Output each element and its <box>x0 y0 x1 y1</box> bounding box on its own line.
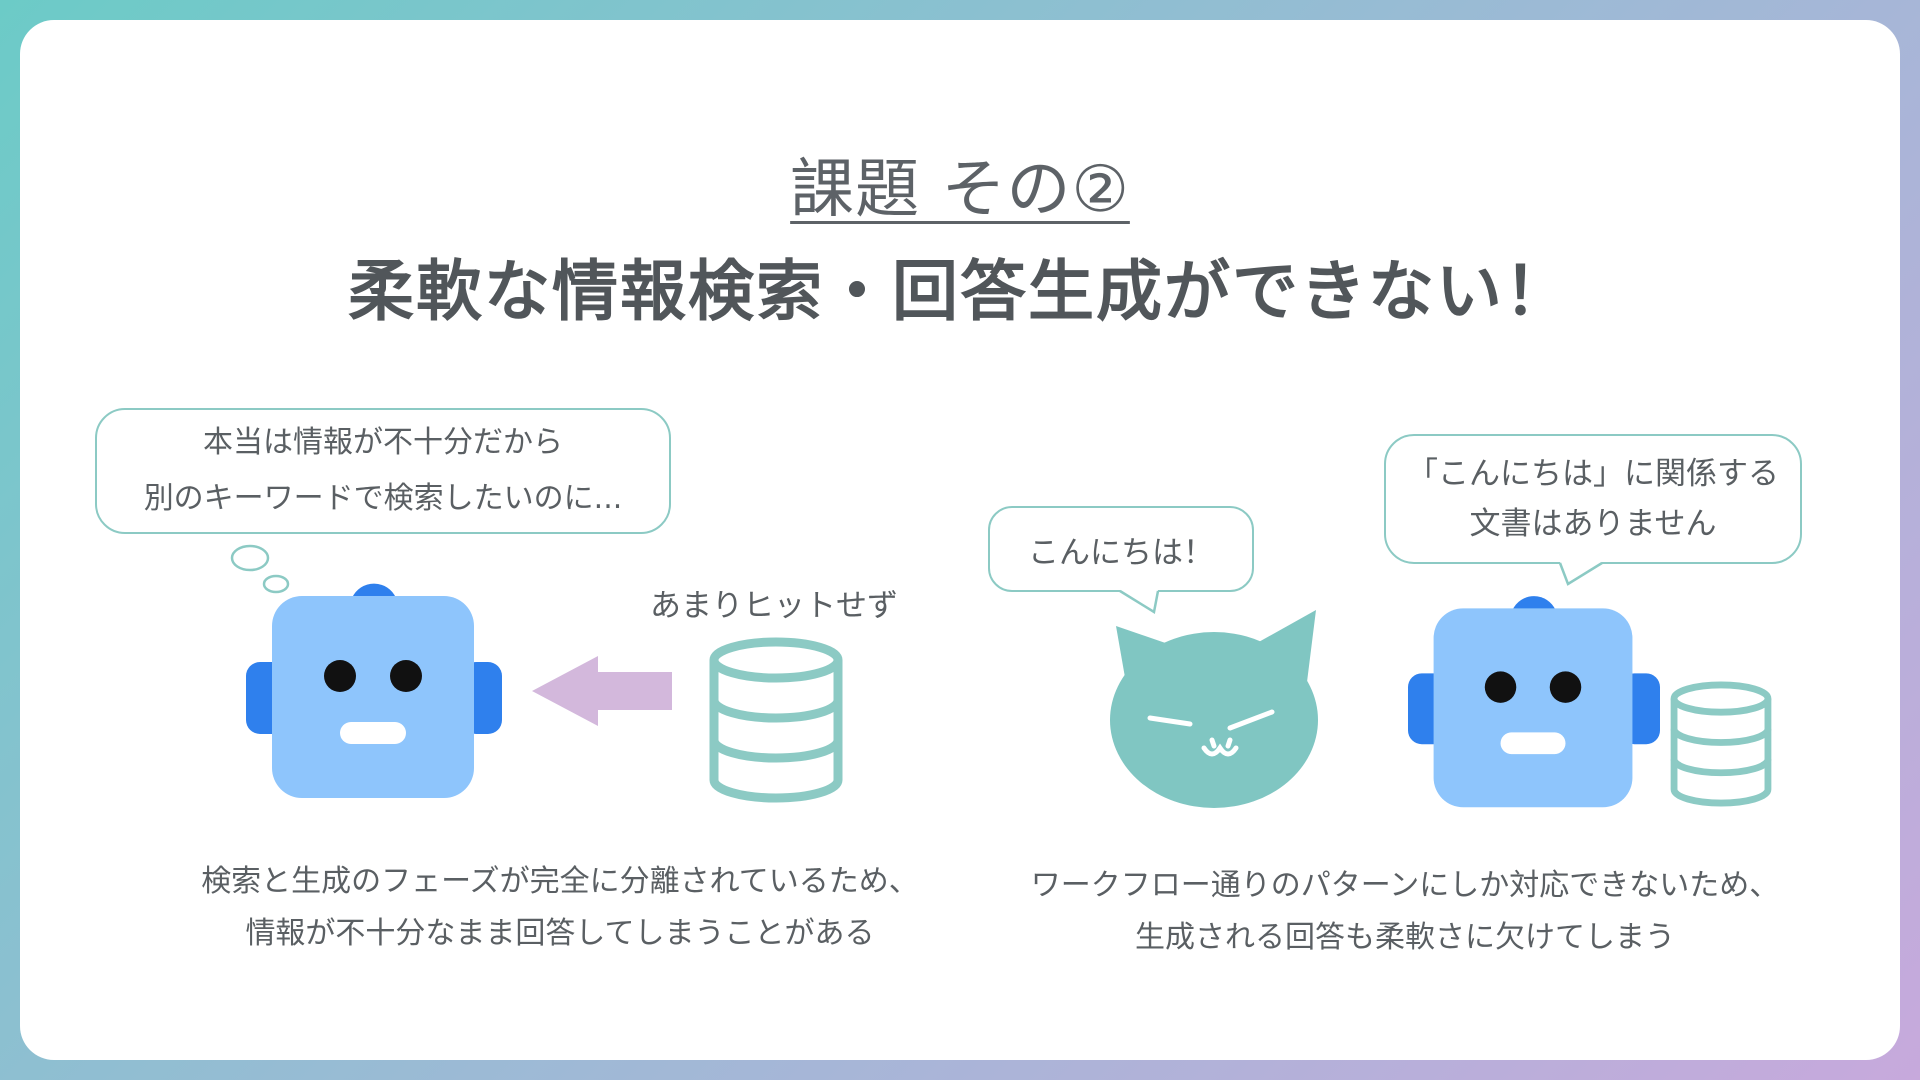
cat-speech-text: こんにちは！ <box>1028 534 1214 571</box>
left-caption-line-2: 情報が不十分なまま回答してしまうことがある <box>245 916 875 951</box>
robot-speech-line-1: 「こんにちは」に関係する <box>1407 456 1779 492</box>
right-caption-line-2: 生成される回答も柔軟さに欠けてしまう <box>1135 920 1675 955</box>
left-caption-line-1: 検索と生成のフェーズが完全に分離されているため、 <box>201 864 919 899</box>
speech-bubble-icon <box>1119 589 1160 615</box>
thought-bubble-icon <box>230 544 290 594</box>
robot-icon <box>1408 596 1660 808</box>
subtitle-text: 課題 その② <box>790 153 1130 227</box>
database-icon <box>709 637 843 803</box>
arrow-label: あまりヒットせず <box>650 588 898 624</box>
speech-bubble-icon <box>1558 561 1603 586</box>
right-caption: ワークフロー通りのパターンにしか対応できないため、 生成される回答も柔軟さに欠け… <box>980 860 1830 964</box>
robot-speech-bubble: 「こんにちは」に関係する 文書はありません <box>1384 434 1802 564</box>
slide-title: 柔軟な情報検索・回答生成ができない！ <box>348 253 1572 330</box>
thought-bubble: 本当は情報が不十分だから 別のキーワードで検索したいのに... <box>95 408 671 534</box>
cat-speech-bubble: こんにちは！ <box>988 506 1254 592</box>
left-caption: 検索と生成のフェーズが完全に分離されているため、 情報が不十分なまま回答してしま… <box>150 856 970 960</box>
slide-subtitle: 課題 その② <box>0 138 1920 230</box>
thought-bubble-line-1: 本当は情報が不十分だから <box>203 425 563 460</box>
robot-icon <box>246 583 502 798</box>
database-icon <box>1670 681 1772 807</box>
arrow-left-icon <box>532 656 672 726</box>
robot-speech-line-2: 文書はありません <box>1469 506 1717 542</box>
cat-icon <box>1110 610 1318 808</box>
right-caption-line-1: ワークフロー通りのパターンにしか対応できないため、 <box>1030 868 1780 903</box>
thought-bubble-line-2: 別のキーワードで検索したいのに... <box>143 481 623 516</box>
